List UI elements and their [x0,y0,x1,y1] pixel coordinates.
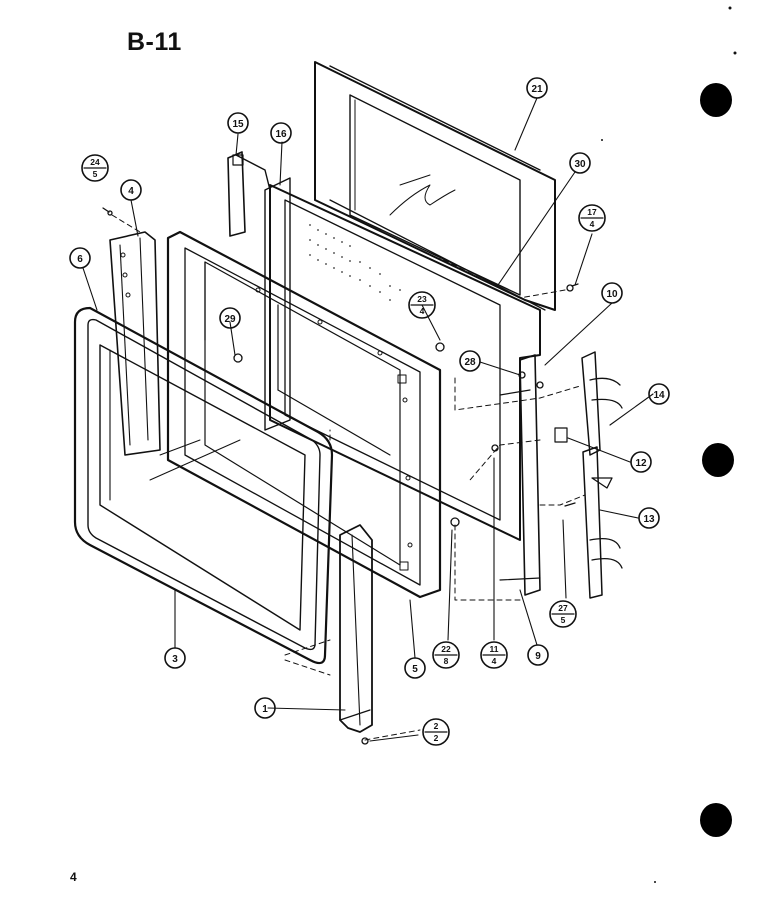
leader-lines [82,97,654,742]
callout-14: 14 [648,383,670,405]
binder-hole-top [700,83,732,117]
callout-30: 30 [569,152,591,174]
callout-21: 21 [526,77,548,99]
callout-24-5: 24 5 [81,154,109,182]
svg-text:15: 15 [232,119,244,130]
svg-text:5: 5 [93,169,98,179]
svg-text:28: 28 [464,357,476,368]
callout-17-4: 17 4 [578,204,606,232]
svg-text:17: 17 [587,207,597,217]
assembly-lines [111,214,586,741]
part-16-door-frame [264,177,291,431]
part-5-inner-door-panel [166,230,442,599]
svg-text:12: 12 [635,458,647,469]
svg-text:21: 21 [531,84,543,95]
part-4-hinge-bracket [109,231,161,456]
callout-16: 16 [270,122,292,144]
svg-text:23: 23 [417,294,427,304]
callout-13: 13 [638,507,660,529]
binder-hole-middle [702,443,734,477]
svg-text:4: 4 [420,306,425,316]
callout-23-4: 23 4 [408,291,436,319]
scan-specks [601,6,737,883]
svg-text:14: 14 [653,390,665,401]
callout-22-8: 22 8 [432,641,460,669]
callout-12: 12 [630,451,652,473]
svg-text:27: 27 [558,603,568,613]
callout-1: 1 [254,697,276,719]
callout-10: 10 [601,282,623,304]
svg-text:11: 11 [490,644,499,654]
callout-15: 15 [227,112,249,134]
svg-text:24: 24 [90,157,100,167]
svg-text:4: 4 [128,186,134,197]
page-title: B-11 [127,28,182,56]
svg-text:8: 8 [444,656,449,666]
svg-text:22: 22 [441,644,451,654]
page-number: 4 [70,870,77,884]
part-12-latch-spring [554,427,568,443]
callout-4: 4 [120,179,142,201]
svg-text:16: 16 [275,129,287,140]
svg-text:5: 5 [561,615,566,625]
part-13-latch-lower [582,446,623,599]
part-30-door-shield [269,184,546,541]
svg-text:10: 10 [606,289,618,300]
perforated-screen [309,224,401,301]
part-14-latch-upper [581,351,623,456]
callout-2-2: 2 2 [422,718,450,746]
callout-3: 3 [164,647,186,669]
part-1-door-handle [339,524,373,733]
svg-text:3: 3 [172,654,178,665]
svg-text:1: 1 [262,704,268,715]
svg-text:4: 4 [590,219,595,229]
binder-hole-bottom [700,803,732,837]
callout-5: 5 [404,657,426,679]
svg-text:5: 5 [412,664,418,675]
svg-text:9: 9 [535,651,541,662]
part-9-latch-plate [499,354,541,596]
svg-text:4: 4 [492,656,497,666]
callout-27-5: 27 5 [549,600,577,628]
part-21-glass-panel [314,61,556,311]
svg-text:2: 2 [434,721,439,731]
callout-9: 9 [527,644,549,666]
svg-text:30: 30 [574,159,586,170]
callout-28: 28 [459,350,481,372]
svg-text:13: 13 [643,514,655,525]
svg-text:2: 2 [434,733,439,743]
callout-6: 6 [69,247,91,269]
part-15-choke-strip [227,151,271,237]
callout-29: 29 [219,307,241,329]
svg-text:29: 29 [224,314,236,325]
part-3-outer-door [73,306,334,665]
svg-text:6: 6 [77,254,83,265]
callout-11-4: 11 4 [480,641,508,669]
